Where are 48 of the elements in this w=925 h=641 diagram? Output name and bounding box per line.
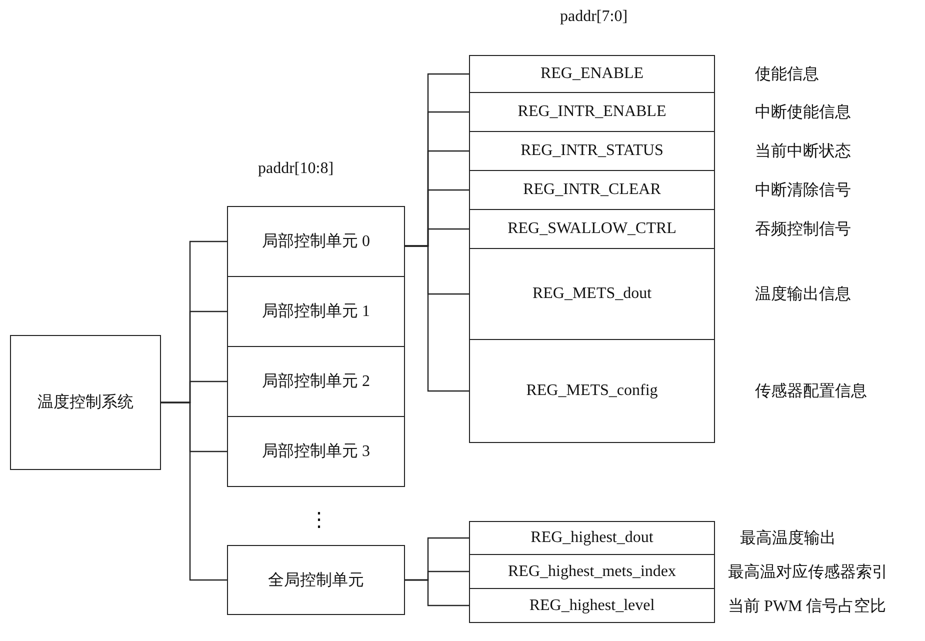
register-description: 当前 PWM 信号占空比 (728, 596, 886, 616)
node-label: REG_highest_mets_index (508, 562, 676, 580)
register-description: 当前中断状态 (755, 142, 851, 162)
control-unit-box (227, 346, 405, 417)
system-box (10, 335, 161, 470)
control-unit-box (227, 416, 405, 487)
node-label: REG_METS_dout (532, 285, 652, 303)
register-row (469, 339, 715, 443)
address-label: paddr[10:8] (258, 160, 334, 178)
node-label: REG_highest_dout (530, 529, 654, 547)
register-row (469, 521, 715, 555)
register-row (469, 554, 715, 589)
register-description: 最高温对应传感器索引 (728, 562, 888, 582)
connector-line (161, 402, 227, 581)
register-row (469, 170, 715, 210)
control-unit-box (227, 276, 405, 347)
node-label: REG_METS_config (526, 382, 658, 400)
node-label: REG_INTR_CLEAR (523, 181, 661, 199)
register-row (469, 588, 715, 623)
connector-line (405, 579, 469, 606)
register-description: 中断清除信号 (755, 180, 851, 201)
ellipsis-mark: ⋮ (309, 508, 329, 532)
node-label: REG_ENABLE (540, 65, 644, 83)
control-unit-box (227, 206, 405, 277)
register-row (469, 55, 715, 93)
register-description: 传感器配置信息 (755, 382, 867, 402)
node-label: 全局控制单元 (268, 570, 364, 590)
node-label: REG_highest_level (529, 596, 655, 614)
node-label: 局部控制单元 1 (262, 302, 370, 322)
register-description: 中断使能信息 (755, 102, 851, 123)
register-description: 最高温度输出 (740, 528, 836, 549)
connector-line (405, 245, 469, 392)
register-description: 使能信息 (755, 65, 819, 85)
node-label: REG_INTR_STATUS (520, 142, 664, 160)
node-label: 温度控制系统 (38, 392, 134, 413)
node-label: REG_SWALLOW_CTRL (508, 220, 676, 238)
node-label: REG_INTR_ENABLE (518, 103, 666, 121)
node-label: 局部控制单元 0 (262, 232, 370, 252)
register-description: 吞频控制信号 (755, 220, 851, 240)
control-unit-box (227, 545, 405, 615)
register-row (469, 248, 715, 340)
node-label: 局部控制单元 2 (262, 372, 370, 392)
address-label: paddr[7:0] (560, 8, 628, 26)
register-row (469, 92, 715, 132)
register-row (469, 131, 715, 171)
register-description: 温度输出信息 (755, 284, 851, 305)
node-label: 局部控制单元 3 (262, 442, 370, 462)
register-row (469, 209, 715, 249)
